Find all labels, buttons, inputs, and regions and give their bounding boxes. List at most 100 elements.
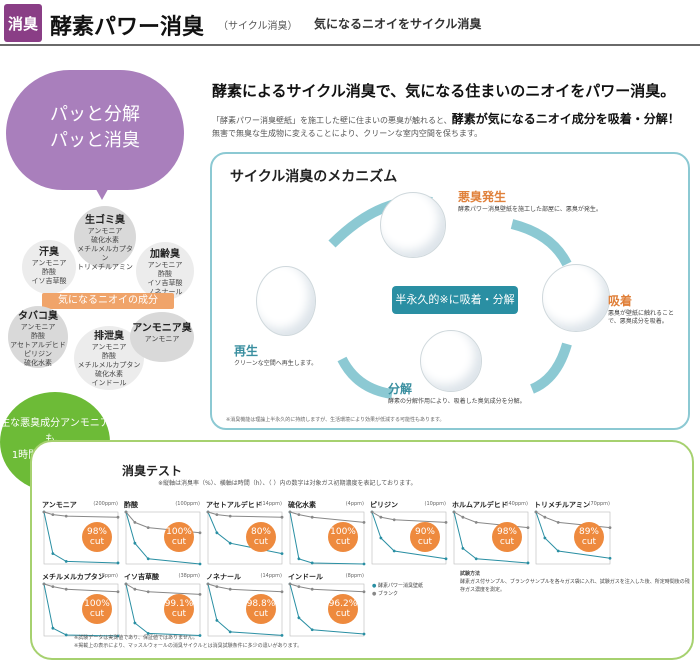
chart-svg — [370, 510, 448, 565]
series-point-blank-1 — [215, 513, 219, 516]
stage-odor-desc: 酵素パワー消臭壁紙を施工した部屋に、悪臭が発生。 — [458, 206, 602, 213]
cut-label: cut — [89, 609, 105, 619]
cut-rate-value: 100% — [84, 599, 110, 609]
chart-7: トリメチルアミン(70ppm)89%cut — [534, 501, 612, 580]
series-point-blank-0 — [288, 510, 292, 514]
cut-label: cut — [89, 537, 105, 547]
series-point-enzyme-1 — [379, 536, 383, 540]
series-line-blank — [43, 583, 119, 593]
series-point-enzyme-3 — [526, 561, 530, 565]
series-point-blank-2 — [228, 514, 232, 518]
header: 消臭 酵素パワー消臭 （サイクル消臭） 気になるニオイをサイクル消臭 — [0, 0, 700, 46]
mechanism-panel: サイクル消臭のメカニズム 半永久的※に吸着・分解 悪臭発生 酵素パワー消臭壁紙を… — [210, 152, 690, 430]
series-point-enzyme-1 — [51, 552, 55, 555]
arrow-bottom-left — [337, 356, 393, 399]
chart-frame — [207, 511, 283, 565]
cut-rate-value: 98% — [496, 527, 517, 537]
series-point-blank-1 — [51, 513, 55, 516]
series-point-blank-1 — [215, 585, 219, 588]
odor-components-label: 気になるニオイの成分 — [42, 293, 174, 309]
series-point-blank-0 — [206, 510, 210, 514]
chart-ppm: (10ppm) — [424, 501, 446, 507]
series-point-blank-3 — [526, 526, 530, 529]
chart-8: メチルメルカプタン(8ppm)100%cut — [42, 573, 120, 652]
stage-regenerate-label: 再生 — [234, 344, 259, 358]
series-line-enzyme — [535, 511, 611, 559]
series-point-enzyme-2 — [228, 541, 232, 545]
series-point-enzyme-2 — [146, 557, 150, 561]
series-point-enzyme-3 — [280, 633, 284, 637]
cut-rate-value: 98% — [86, 527, 107, 537]
test-title: 消臭テスト — [122, 464, 183, 478]
desc-pre: 「酵素パワー消臭壁紙」を施工した壁に住まいの悪臭が触れると、 — [212, 116, 452, 125]
series-point-enzyme-2 — [474, 557, 478, 561]
mechanism-note: ※消臭機能は理論上半永久的に持続しますが、生活環境により効果が低減する可能性もあ… — [226, 417, 445, 423]
series-point-blank-3 — [116, 590, 120, 594]
bubble-line-2: パッと消臭 — [50, 130, 140, 151]
main-description: 「酵素パワー消臭壁紙」を施工した壁に住まいの悪臭が触れると、酵素が気になるニオイ… — [212, 110, 680, 127]
stage-decompose-desc: 酵素の分解作用により、吸着した臭気成分を分解。 — [388, 398, 526, 405]
series-point-enzyme-3 — [280, 552, 284, 555]
cut-label: cut — [335, 537, 351, 547]
odor-parts: アンモニア 酢酸 メチルメルカプタン 硫化水素 インドール — [77, 343, 141, 387]
page-tagline: 気になるニオイをサイクル消臭 — [314, 17, 482, 31]
series-point-enzyme-2 — [556, 549, 560, 553]
series-point-enzyme-1 — [133, 541, 137, 545]
series-point-enzyme-1 — [543, 536, 547, 540]
series-point-blank-0 — [370, 510, 374, 514]
odor-parts: アンモニア 酢酸 イソ吉草酸 ノネナール — [147, 261, 183, 296]
series-point-enzyme-3 — [116, 634, 120, 638]
chart-ppm: (200ppm) — [93, 501, 118, 507]
series-point-blank-0 — [452, 510, 456, 514]
series-point-enzyme-3 — [444, 557, 448, 561]
series-point-blank-2 — [64, 587, 68, 591]
chart-2: 酢酸(100ppm)100%cut — [124, 501, 202, 580]
cut-rate-value: 100% — [330, 527, 356, 537]
cut-rate-value: 96.2% — [328, 599, 358, 609]
chart-ppm: (70ppm) — [588, 501, 610, 507]
series-line-enzyme — [453, 511, 529, 564]
series-point-blank-1 — [543, 515, 547, 519]
odor-garbage: 生ゴミ臭 アンモニア 硫化水素 メチルメルカプタン トリメチルアミン — [74, 206, 136, 271]
chart-title: ピリジン — [370, 501, 398, 509]
chart-ppm: (38ppm) — [178, 573, 200, 579]
chart-5: ピリジン(10ppm)90%cut — [370, 501, 448, 580]
cut-rate-value: 80% — [250, 527, 271, 537]
chart-title: ホルムアルデヒド — [452, 501, 508, 509]
odor-parts: アンモニア — [144, 335, 180, 343]
series-line-enzyme — [289, 583, 365, 635]
chart-ppm: (4ppm) — [345, 501, 364, 507]
series-point-blank-3 — [608, 526, 612, 529]
cut-rate-value: 89% — [578, 527, 599, 537]
series-point-blank-0 — [534, 510, 538, 514]
series-line-blank — [207, 583, 283, 593]
series-point-enzyme-3 — [362, 562, 366, 566]
series-point-enzyme-2 — [392, 549, 396, 553]
series-line-enzyme — [43, 511, 119, 564]
cut-label: cut — [335, 609, 351, 619]
series-point-blank-3 — [362, 590, 366, 594]
series-point-blank-0 — [42, 582, 46, 586]
legend-item-enzyme: ● 酵素パワー消臭壁紙 — [372, 583, 423, 589]
series-point-blank-2 — [146, 590, 150, 594]
cut-rate-badge: 98.8%cut — [246, 594, 276, 624]
chart-10: ノネナール(14ppm)98.8%cut — [206, 573, 284, 652]
series-point-blank-3 — [280, 590, 284, 594]
series-point-enzyme-3 — [116, 561, 120, 565]
stage-adsorb-label: 吸着 — [608, 294, 633, 308]
series-point-blank-3 — [198, 593, 202, 596]
chart-legend: ● 酵素パワー消臭壁紙 ● ブランク — [372, 582, 423, 598]
series-point-blank-2 — [310, 587, 314, 591]
odor-ammonia: アンモニア臭 アンモニア — [130, 312, 194, 362]
face-adsorb-icon — [542, 264, 610, 332]
odor-parts: アンモニア 硫化水素 メチルメルカプタン トリメチルアミン — [77, 227, 133, 271]
series-line-enzyme — [289, 511, 365, 565]
chart-title: インドール — [288, 573, 323, 581]
chart-title: アセトアルデヒド — [206, 501, 262, 509]
chart-ppm: (8ppm) — [345, 573, 364, 579]
series-point-enzyme-3 — [198, 562, 202, 566]
odor-name: 排泄臭 — [94, 331, 124, 342]
chart-1: アンモニア(200ppm)98%cut — [42, 501, 120, 580]
chart-ppm: (100ppm) — [175, 501, 200, 507]
mechanism-center-label: 半永久的※に吸着・分解 — [392, 286, 518, 314]
